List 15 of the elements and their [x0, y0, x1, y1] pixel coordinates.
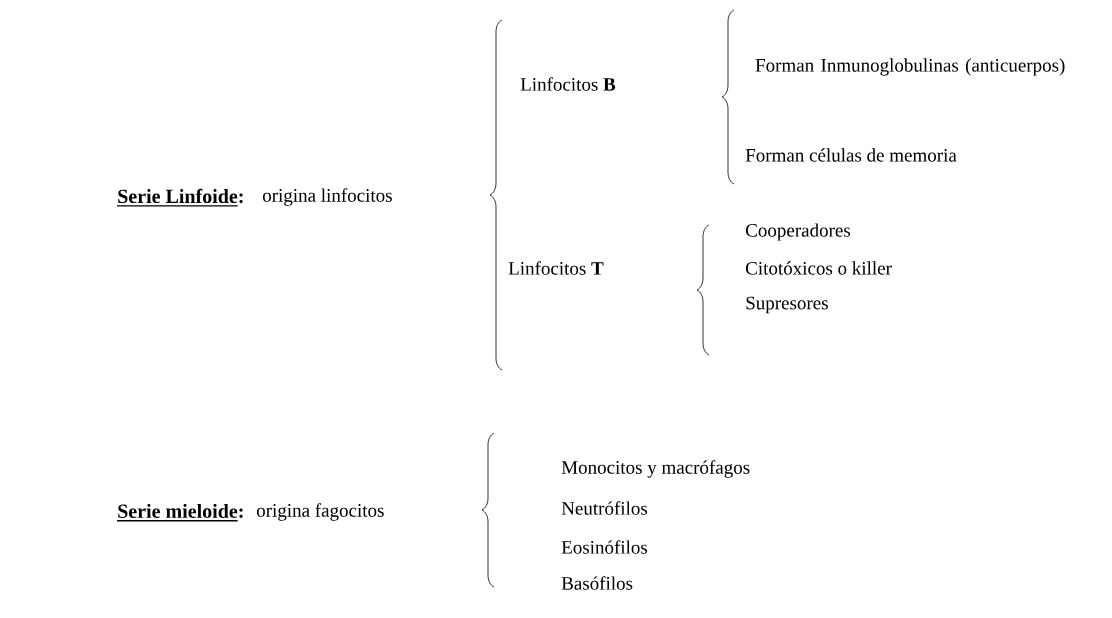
text-label: Forman Inmunoglobulinas (anticuerpos): [755, 58, 1065, 76]
list-item: Supresores: [746, 296, 828, 314]
series-heading: Serie mieloide:: [116, 503, 243, 522]
text-label: Linfocitos T: [508, 261, 604, 275]
list-item: Citotóxicos o killer: [746, 261, 892, 275]
text-label: Forman células de memoria: [745, 148, 957, 162]
text-label: Linfocitos B: [520, 77, 616, 91]
list-item: Basófilos: [561, 576, 633, 590]
text-label: origina linfocitos: [262, 188, 392, 206]
text-label: origina fagocitos: [256, 503, 384, 521]
list-item: Eosinófilos: [561, 540, 648, 554]
list-item: Monocitos y macrófagos: [561, 460, 750, 478]
series-heading: Serie Linfoide:: [116, 188, 243, 207]
list-item: Cooperadores: [746, 223, 851, 241]
list-item: Neutrófilos: [561, 501, 648, 515]
